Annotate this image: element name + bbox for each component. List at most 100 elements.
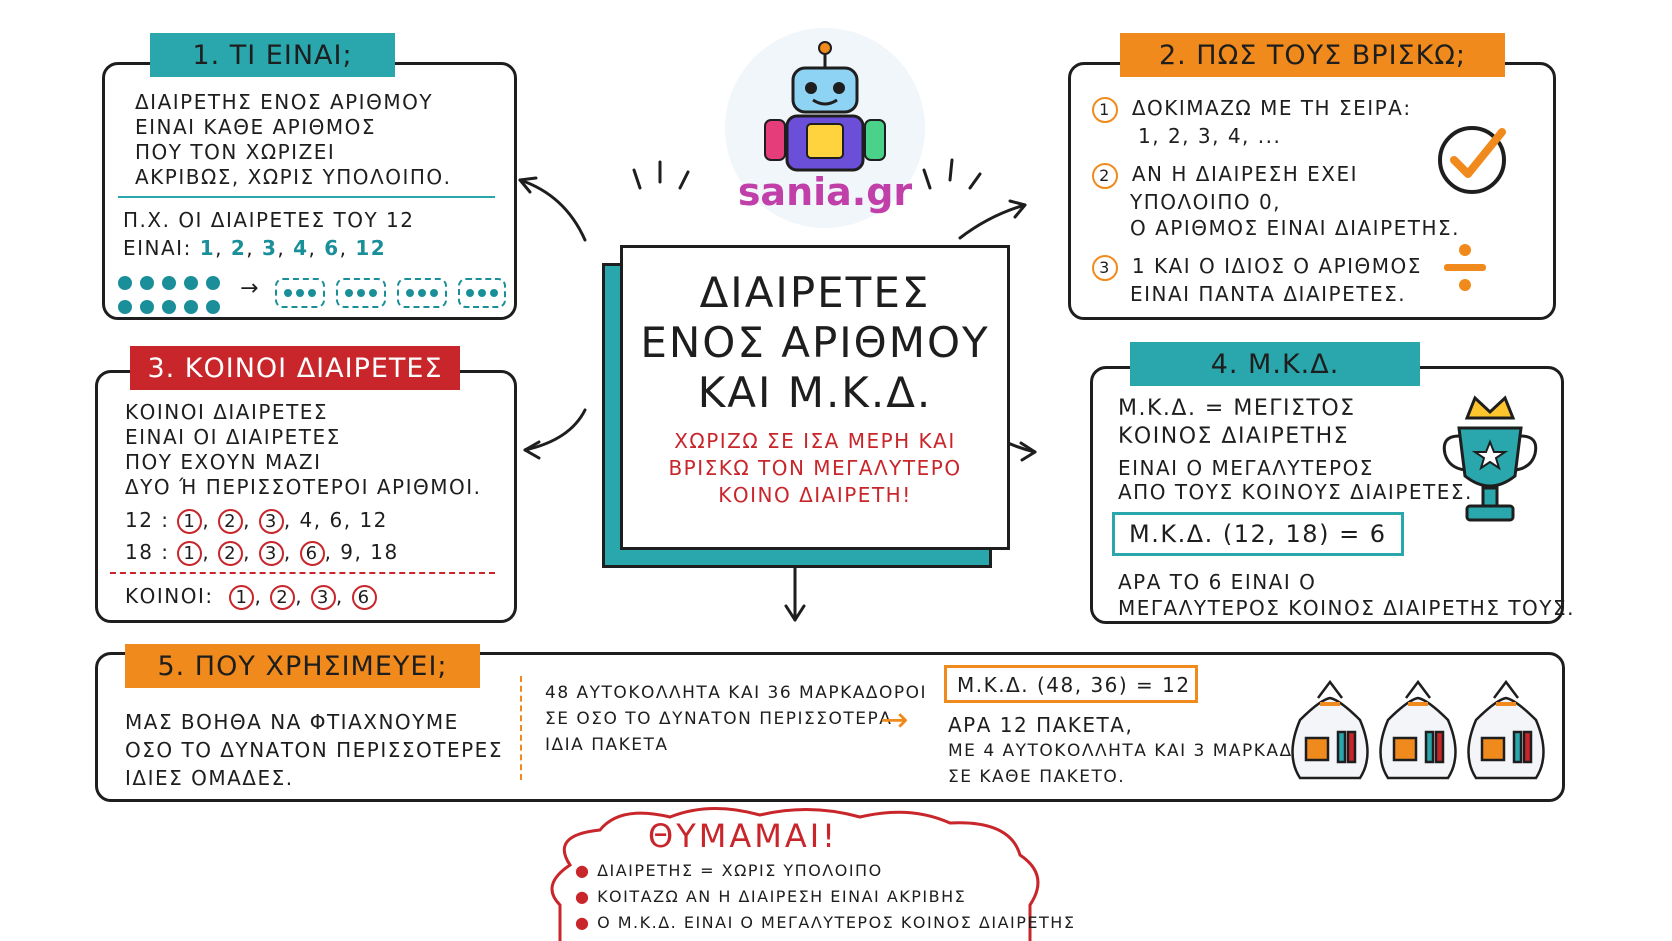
step-3: 3 1 ΚΑΙ Ο ΙΔΙΟΣ Ο ΑΡΙΘΜΟΣ <box>1092 254 1422 281</box>
checkmark-icon <box>1438 126 1506 194</box>
dashed-separator <box>520 676 522 780</box>
remember-item: ● Ο Μ.Κ.Δ. ΕΙΝΑΙ Ο ΜΕΓΑΛΥΤΕΡΟΣ ΚΟΙΝΟΣ ΔΙ… <box>575 913 1076 932</box>
step-1: 1 ΔΟΚΙΜΑΖΩ ΜΕ ΤΗ ΣΕΙΡΑ: <box>1092 96 1412 123</box>
dot-group <box>275 278 325 308</box>
section-4-ribbon: 4. Μ.Κ.Δ. <box>1130 342 1420 386</box>
remember-list: ● ΔΙΑΙΡΕΤΗΣ = ΧΩΡΙΣ ΥΠΟΛΟΙΠΟ ● ΚΟΙΤΑΖΩ Α… <box>575 858 1075 936</box>
step-line: 1, 2, 3, 4, ... <box>1138 124 1282 148</box>
logo-text: sania.gr <box>737 170 913 214</box>
section-2-ribbon: 2. ΠΩΣ ΤΟΥΣ ΒΡΙΣΚΩ; <box>1120 33 1505 77</box>
dot-group <box>458 278 506 308</box>
row-label: 12 : <box>125 508 170 532</box>
step-line: ΔΟΚΙΜΑΖΩ ΜΕ ΤΗ ΣΕΙΡΑ: <box>1131 96 1412 120</box>
definition-line: ΔΙΑΙΡΕΤΗΣ ΕΝΟΣ ΑΡΙΘΜΟΥ <box>135 90 434 114</box>
divisors-label: ΕΙΝΑΙ: <box>123 236 192 260</box>
gcd-conclusion-line: ΑΡΑ ΤΟ 6 ΕΙΝΑΙ Ο <box>1118 570 1317 594</box>
subtitle-line-2: ΒΡΙΣΚΩ ΤΟΝ ΜΕΓΑΛΥΤΕΡΟ <box>668 456 962 480</box>
title-line-2: ΕΝΟΣ ΑΡΙΘΜΟΥ <box>640 318 990 367</box>
circled-divisor: 1 <box>229 585 255 610</box>
definition-line: ΔΥΟ Ή ΠΕΡΙΣΣΟΤΕΡΟΙ ΑΡΙΘΜΟΙ. <box>125 475 482 499</box>
section-5-title: 5. ΠΟΥ ΧΡΗΣΙΜΕΥΕΙ; <box>157 650 448 682</box>
center-panel: ΔΙΑΙΡΕΤΕΣ ΕΝΟΣ ΑΡΙΘΜΟΥ ΚΑΙ Μ.Κ.Δ. ΧΩΡΙΖΩ… <box>620 245 1010 550</box>
problem-line: ΣΕ ΟΣΟ ΤΟ ΔΥΝΑΤΟΝ ΠΕΡΙΣΣΟΤΕΡΑ <box>545 709 893 729</box>
division-sign-icon <box>1444 244 1486 291</box>
common-divisors-row: ΚΟΙΝΟΙ: 1, 2, 3, 6 <box>125 584 377 610</box>
answer-line: ΣΕ ΚΑΘΕ ΠΑΚΕΤΟ. <box>948 767 1126 787</box>
usage-formula-box: Μ.Κ.Δ. (48, 36) = 12 <box>944 665 1198 703</box>
usage-formula: Μ.Κ.Δ. (48, 36) = 12 <box>957 673 1191 697</box>
answer-line: ΜΕ 4 ΑΥΤΟΚΟΛΛΗΤΑ ΚΑΙ 3 ΜΑΡΚΑΔΟΡΟΥΣ <box>948 741 1359 761</box>
usage-explanation: ΜΑΣ ΒΟΗΘΑ ΝΑ ΦΤΙΑΧΝΟΥΜΕ ΟΣΟ ΤΟ ΔΥΝΑΤΟΝ Π… <box>125 708 503 792</box>
divisor-value: 3 <box>261 236 278 260</box>
orange-arrow-icon: → <box>880 700 909 740</box>
divisors-of-18-row: 18 : 1, 2, 3, 6, 9, 18 <box>125 540 399 566</box>
divisor-value: 12 <box>355 236 387 260</box>
step-line: ΥΠΟΛΟΙΠΟ 0, <box>1130 190 1282 214</box>
remaining-divisors: , 4, 6, 12 <box>283 508 388 532</box>
section-3-ribbon: 3. ΚΟΙΝΟΙ ΔΙΑΙΡΕΤΕΣ <box>130 346 460 390</box>
title-line-1: ΔΙΑΙΡΕΤΕΣ <box>699 268 931 317</box>
problem-line: ΙΔΙΑ ΠΑΚΕΤΑ <box>545 735 669 755</box>
answer-line: ΑΡΑ 12 ΠΑΚΕΤΑ, <box>948 713 1134 737</box>
definition-line: ΠΟΥ ΤΟΝ ΧΩΡΙΖΕΙ <box>135 140 336 164</box>
page-subtitle: ΧΩΡΙΖΩ ΣΕ ΙΣΑ ΜΕΡΗ ΚΑΙ ΒΡΙΣΚΩ ΤΟΝ ΜΕΓΑΛΥ… <box>623 428 1007 509</box>
divisors-of-12-row: 12 : 1, 2, 3, 4, 6, 12 <box>125 508 388 534</box>
common-label: ΚΟΙΝΟΙ: <box>125 584 214 608</box>
remember-item: ● ΚΟΙΤΑΖΩ ΑΝ Η ΔΙΑΙΡΕΣΗ ΕΙΝΑΙ ΑΚΡΙΒΗΣ <box>575 887 967 906</box>
circled-divisor: 3 <box>258 541 284 566</box>
trophy-icon <box>1442 395 1538 522</box>
dashed-divider <box>110 572 495 574</box>
gcd-formula-box: Μ.Κ.Δ. (12, 18) = 6 <box>1112 512 1404 556</box>
circled-divisor: 2 <box>270 585 296 610</box>
gcd-definition-line: ΑΠΟ ΤΟΥΣ ΚΟΙΝΟΥΣ ΔΙΑΙΡΕΤΕΣ. <box>1118 480 1473 504</box>
usage-line: ΟΣΟ ΤΟ ΔΥΝΑΤΟΝ ΠΕΡΙΣΣΟΤΕΡΕΣ <box>125 738 503 762</box>
title-line-3: ΚΑΙ Μ.Κ.Δ. <box>697 368 933 417</box>
row-label: 18 : <box>125 540 170 564</box>
divisor-value: 6 <box>324 236 340 260</box>
remember-item: ● ΔΙΑΙΡΕΤΗΣ = ΧΩΡΙΣ ΥΠΟΛΟΙΠΟ <box>575 861 883 880</box>
logo: sania.gr <box>725 28 925 228</box>
circled-divisor: 2 <box>218 541 244 566</box>
step-number: 3 <box>1092 255 1118 281</box>
gift-bag-icon <box>1291 679 1545 780</box>
gcd-definition-line: Μ.Κ.Δ. = ΜΕΓΙΣΤΟΣ <box>1118 396 1356 421</box>
subtitle-line-1: ΧΩΡΙΖΩ ΣΕ ΙΣΑ ΜΕΡΗ ΚΑΙ <box>674 429 956 453</box>
definition-line: ΚΟΙΝΟΙ ΔΙΑΙΡΕΤΕΣ <box>125 400 329 424</box>
divisor-value: 4 <box>293 236 309 260</box>
circled-divisor: 2 <box>218 509 244 534</box>
circled-divisor: 1 <box>177 509 203 534</box>
step-line: ΑΝ Η ΔΙΑΙΡΕΣΗ ΕΧΕΙ <box>1131 162 1359 186</box>
gcd-formula: Μ.Κ.Δ. (12, 18) = 6 <box>1129 520 1387 548</box>
page-title: ΔΙΑΙΡΕΤΕΣ ΕΝΟΣ ΑΡΙΘΜΟΥ ΚΑΙ Μ.Κ.Δ. <box>623 268 1007 418</box>
section-1-title: 1. ΤΙ ΕΙΝΑΙ; <box>192 39 353 71</box>
section-2-title: 2. ΠΩΣ ΤΟΥΣ ΒΡΙΣΚΩ; <box>1158 39 1467 71</box>
section-3-title: 3. ΚΟΙΝΟΙ ΔΙΑΙΡΕΤΕΣ <box>147 352 443 384</box>
remaining-divisors: , 9, 18 <box>324 540 399 564</box>
section-5-ribbon: 5. ΠΟΥ ΧΡΗΣΙΜΕΥΕΙ; <box>125 644 480 688</box>
section-1-ribbon: 1. ΤΙ ΕΙΝΑΙ; <box>150 33 395 77</box>
divider <box>118 196 495 198</box>
circled-divisor: 3 <box>310 585 336 610</box>
divisors-row: ΕΙΝΑΙ: 1, 2, 3, 4, 6, 12 <box>123 236 387 260</box>
gcd-definition-line: ΕΙΝΑΙ Ο ΜΕΓΑΛΥΤΕΡΟΣ <box>1118 456 1374 480</box>
step-line: ΕΙΝΑΙ ΠΑΝΤΑ ΔΙΑΙΡΕΤΕΣ. <box>1130 282 1407 306</box>
example-text: Π.Χ. ΟΙ ΔΙΑΙΡΕΤΕΣ ΤΟΥ 12 <box>123 208 415 232</box>
circled-divisor: 6 <box>351 585 377 610</box>
arrow-icon: → <box>240 276 259 301</box>
usage-line: ΜΑΣ ΒΟΗΘΑ ΝΑ ΦΤΙΑΧΝΟΥΜΕ <box>125 710 459 734</box>
usage-line: ΙΔΙΕΣ ΟΜΑΔΕΣ. <box>125 766 294 790</box>
section-3-definition: ΚΟΙΝΟΙ ΔΙΑΙΡΕΤΕΣ ΕΙΝΑΙ ΟΙ ΔΙΑΙΡΕΤΕΣ ΠΟΥ … <box>125 400 481 500</box>
robot-mascot-icon <box>764 41 886 172</box>
step-number: 2 <box>1092 163 1118 189</box>
section-1-definition: ΔΙΑΙΡΕΤΗΣ ΕΝΟΣ ΑΡΙΘΜΟΥ ΕΙΝΑΙ ΚΑΘΕ ΑΡΙΘΜΟ… <box>135 90 452 190</box>
dot-group <box>397 278 447 308</box>
gcd-definition-line: ΚΟΙΝΟΣ ΔΙΑΙΡΕΤΗΣ <box>1118 424 1350 449</box>
section-4-title: 4. Μ.Κ.Δ. <box>1210 348 1340 380</box>
circled-divisor: 6 <box>299 541 325 566</box>
remember-title: ΘΥΜΑΜΑΙ! <box>648 817 838 855</box>
definition-line: ΠΟΥ ΕΧΟΥΝ ΜΑΖΙ <box>125 450 322 474</box>
subtitle-line-3: ΚΟΙΝΟ ΔΙΑΙΡΕΤΗ! <box>718 483 912 507</box>
dots-illustration <box>118 276 220 314</box>
circled-divisor: 1 <box>177 541 203 566</box>
